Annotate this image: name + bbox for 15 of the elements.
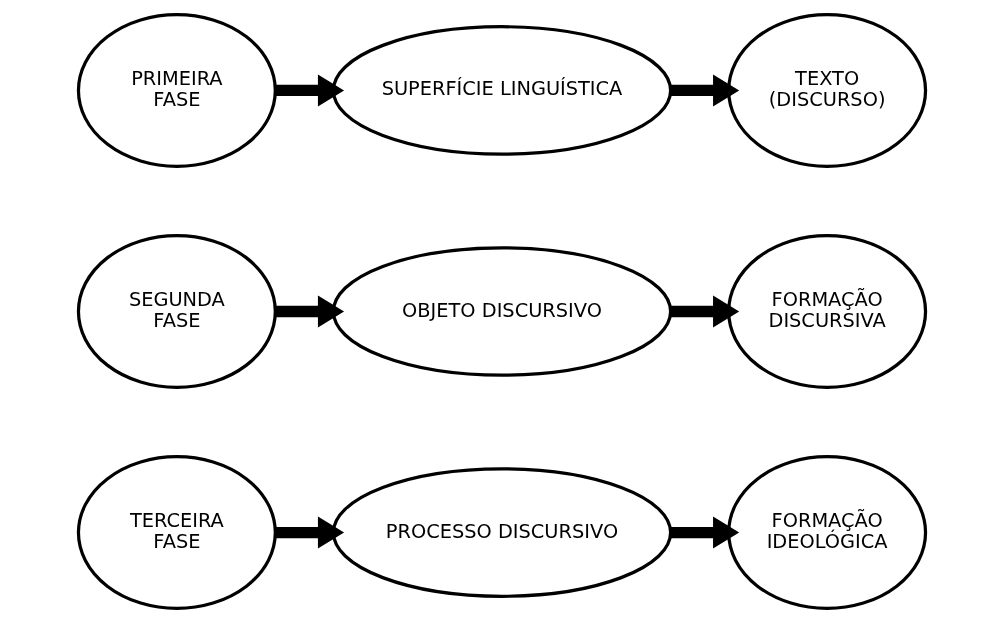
node-ellipse: PRIMEIRA FASE — [76, 13, 277, 168]
arrow — [670, 74, 739, 107]
node-ellipse: OBJETO DISCURSIVO — [331, 246, 672, 377]
node-ellipse: PROCESSO DISCURSIVO — [331, 467, 672, 598]
node-ellipse: FORMAÇÃO IDEOLÓGICA — [726, 455, 927, 610]
node-ellipse: TERCEIRA FASE — [76, 455, 277, 610]
node-ellipse: TEXTO (DISCURSO) — [726, 13, 927, 168]
arrow — [670, 516, 739, 549]
arrow — [275, 516, 344, 549]
arrow — [275, 74, 344, 107]
node-ellipse: SUPERFÍCIE LINGUÍSTICA — [331, 25, 672, 156]
arrow — [670, 295, 739, 328]
node-ellipse: FORMAÇÃO DISCURSIVA — [726, 234, 927, 389]
arrow — [275, 295, 344, 328]
node-ellipse: SEGUNDA FASE — [76, 234, 277, 389]
